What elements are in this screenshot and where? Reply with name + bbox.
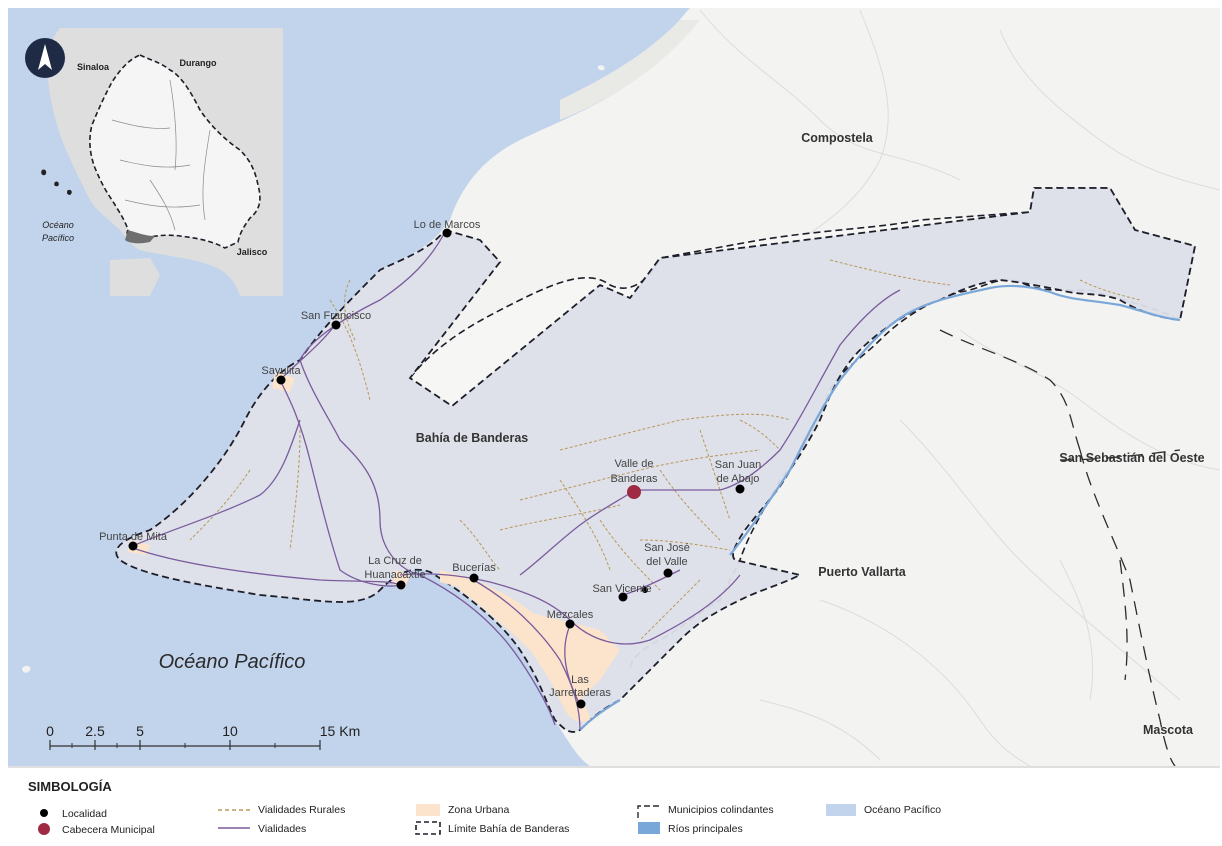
inset-map: Sinaloa Durango Océano Pacífico Jalisco: [25, 28, 284, 296]
inset-label-ocean-2: Pacífico: [42, 233, 74, 243]
label-mascota: Mascota: [1143, 723, 1194, 737]
locality-marker: [128, 541, 138, 551]
neighbor-boundaries: [939, 329, 1181, 767]
label-san-sebastian: San Sebastián del Oeste: [1059, 451, 1204, 465]
scale-tick-label: 0: [46, 723, 54, 739]
locality-marker: [565, 619, 575, 629]
locality-label: Bucerías: [452, 562, 496, 574]
scale-tick-label: 15 Km: [320, 723, 360, 739]
rivers: [579, 284, 1181, 731]
legend-title: SIMBOLOGÍA: [28, 779, 112, 794]
legend-ocean-symbol: [826, 804, 856, 816]
label-bahia-de-banderas: Bahía de Banderas: [416, 431, 529, 445]
locality-marker: [396, 580, 406, 590]
legend-colindantes: Municipios colindantes: [668, 804, 774, 816]
legend: SIMBOLOGÍA Localidad Cabecera Municipal …: [8, 766, 1220, 838]
locality-label: Mezcales: [547, 609, 594, 621]
scale-tick-label: 5: [136, 723, 144, 739]
locality-marker: [276, 375, 286, 385]
label-puerto-vallarta: Puerto Vallarta: [818, 565, 907, 579]
locality-label: Lo de Marcos: [414, 219, 481, 231]
north-beach: [560, 20, 700, 120]
locality-marker: [618, 592, 628, 602]
legend-oceano: Océano Pacífico: [864, 804, 941, 816]
inset-label-jalisco: Jalisco: [237, 247, 268, 257]
rock: [597, 65, 605, 71]
locality-label: San Francisco: [301, 310, 371, 322]
inset-label-ocean-1: Océano: [42, 220, 74, 230]
scale-tick-label: 2.5: [85, 723, 105, 739]
locality-marker: [576, 699, 586, 709]
label-compostela: Compostela: [801, 131, 874, 145]
legend-urban-symbol: [416, 804, 440, 816]
legend-cabecera: Cabecera Municipal: [62, 824, 155, 836]
inset-label-durango: Durango: [180, 58, 218, 68]
legend-limite: Límite Bahía de Banderas: [448, 823, 569, 835]
locality-label: Punta de Mita: [99, 531, 168, 543]
inset-label-sinaloa: Sinaloa: [77, 62, 110, 72]
rural-roads: [189, 259, 1141, 641]
localities: Lo de Marcos San Francisco Sayulita Punt…: [99, 219, 761, 709]
legend-cabecera-symbol: [38, 823, 50, 835]
legend-rurales: Vialidades Rurales: [258, 804, 345, 816]
context-lines: [699, 9, 1221, 767]
legend-locality: Localidad: [62, 808, 107, 820]
locality-marker: [442, 228, 452, 238]
cabecera-marker: [627, 485, 641, 499]
locality-marker: [469, 573, 479, 583]
scale-bar: 0 2.5 5 10 15 Km: [46, 723, 360, 750]
label-oceano-pacifico: Océano Pacífico: [159, 651, 306, 673]
locality-label: San Vicente: [592, 583, 651, 595]
island: [22, 665, 31, 673]
locality-marker: [663, 568, 673, 578]
locality-marker: [735, 484, 745, 494]
north-arrow-pointer: [38, 44, 52, 70]
legend-rios: Ríos principales: [668, 823, 743, 835]
locality-marker-small: [642, 587, 648, 593]
legend-limit-symbol: [415, 821, 441, 835]
legend-river-symbol: [638, 822, 660, 834]
municipality-bahia-de-banderas: [115, 187, 1197, 733]
locality-label: Sayulita: [261, 365, 301, 377]
legend-urbana: Zona Urbana: [448, 804, 509, 816]
locality-marker: [331, 320, 341, 330]
scale-tick-label: 10: [222, 723, 238, 739]
legend-vialidades: Vialidades: [258, 823, 306, 835]
legend-locality-symbol: [40, 809, 48, 817]
legend-neighbor-symbol: [637, 805, 660, 818]
